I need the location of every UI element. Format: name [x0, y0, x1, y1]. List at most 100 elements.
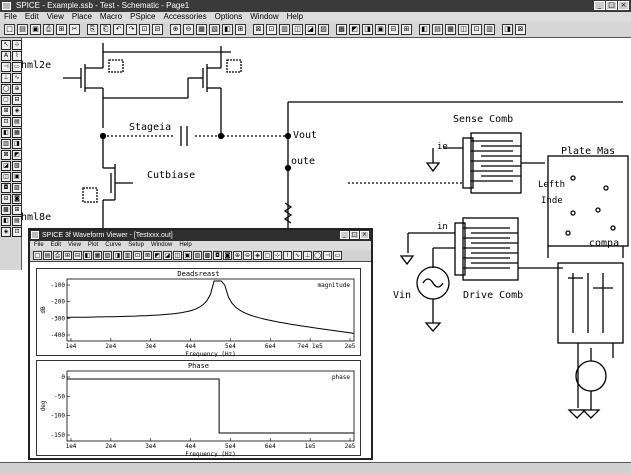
waveform-toolbar-tool-button[interactable]: ◩: [153, 251, 162, 260]
toolbar-tool-button[interactable]: ⊟: [388, 24, 399, 35]
palette-tool-button[interactable]: ◧: [1, 216, 11, 226]
sense-comb[interactable]: [348, 132, 545, 194]
waveform-close-button[interactable]: ×: [360, 231, 369, 239]
waveform-toolbar-tool-button[interactable]: ⊟: [73, 251, 82, 260]
menu-macro[interactable]: Macro: [99, 12, 123, 21]
menu-options[interactable]: Options: [214, 12, 243, 21]
waveform-toolbar-tool-button[interactable]: ⊥: [303, 251, 312, 260]
waveform-toolbar-tool-button[interactable]: ◨: [113, 251, 122, 260]
menu-accessories[interactable]: Accessories: [163, 12, 207, 21]
toolbar-tool-button[interactable]: □: [4, 24, 15, 35]
output-source[interactable]: [567, 348, 607, 419]
toolbar-tool-button[interactable]: ◧: [222, 24, 233, 35]
menu-view[interactable]: View: [46, 12, 64, 21]
toolbar-tool-button[interactable]: ▧: [209, 24, 220, 35]
waveform-minimize-button[interactable]: _: [340, 231, 349, 239]
toolbar-tool-button[interactable]: ✂: [69, 24, 80, 35]
waveform-toolbar-tool-button[interactable]: ◪: [163, 251, 172, 260]
toolbar-tool-button[interactable]: ▤: [17, 24, 28, 35]
toolbar-tool-button[interactable]: ↶: [113, 24, 124, 35]
toolbar-tool-button[interactable]: ▤: [432, 24, 443, 35]
toolbar-tool-button[interactable]: ⊞: [401, 24, 412, 35]
toolbar-tool-button[interactable]: ⎗: [100, 24, 111, 35]
palette-tool-button[interactable]: ▤: [12, 117, 22, 127]
waveform-toolbar-tool-button[interactable]: ⊹: [273, 251, 282, 260]
palette-tool-button[interactable]: ▦: [12, 128, 22, 138]
palette-tool-button[interactable]: ◈: [12, 106, 22, 116]
menu-window[interactable]: Window: [250, 12, 279, 21]
toolbar-tool-button[interactable]: ⊖: [183, 24, 194, 35]
toolbar-tool-button[interactable]: ⊠: [515, 24, 526, 35]
palette-tool-button[interactable]: ⊟: [1, 194, 11, 204]
palette-tool-button[interactable]: ⌇: [12, 51, 22, 61]
toolbar-tool-button[interactable]: ⊟: [152, 24, 163, 35]
toolbar-tool-button[interactable]: ⊡: [266, 24, 277, 35]
plate-mass[interactable]: [547, 155, 629, 258]
waveform-toolbar-tool-button[interactable]: ⎙: [53, 251, 62, 260]
palette-tool-button[interactable]: ⊡: [12, 227, 22, 237]
palette-tool-button[interactable]: ⊹: [12, 40, 22, 50]
toolbar-tool-button[interactable]: ⊞: [56, 24, 67, 35]
waveform-menu-edit[interactable]: Edit: [50, 242, 62, 248]
palette-tool-button[interactable]: ⊣: [1, 62, 11, 72]
toolbar-tool-button[interactable]: ◪: [305, 24, 316, 35]
toolbar-tool-button[interactable]: ▣: [375, 24, 386, 35]
waveform-title-bar[interactable]: SPICE 3f Waveform Viewer - [Testxxx.out]…: [30, 230, 371, 241]
toolbar-tool-button[interactable]: ▥: [484, 24, 495, 35]
waveform-menu-window[interactable]: Window: [150, 242, 173, 248]
capacitor[interactable]: [180, 126, 188, 146]
transistor-m1[interactable]: [63, 52, 124, 128]
waveform-maximize-button[interactable]: □: [350, 231, 359, 239]
waveform-toolbar-tool-button[interactable]: ▧: [103, 251, 112, 260]
toolbar-tool-button[interactable]: ◩: [349, 24, 360, 35]
toolbar-tool-button[interactable]: ◫: [458, 24, 469, 35]
toolbar-tool-button[interactable]: ⊞: [235, 24, 246, 35]
waveform-toolbar-tool-button[interactable]: □: [33, 251, 42, 260]
palette-tool-button[interactable]: ⊥: [1, 73, 11, 83]
waveform-toolbar-tool-button[interactable]: ◘: [213, 251, 222, 260]
menu-place[interactable]: Place: [71, 12, 92, 21]
palette-tool-button[interactable]: ▢: [1, 95, 11, 105]
transistor-m2[interactable]: [102, 43, 242, 138]
palette-tool-button[interactable]: ▩: [1, 205, 11, 215]
waveform-toolbar-tool-button[interactable]: ▥: [123, 251, 132, 260]
maximize-button[interactable]: □: [606, 1, 617, 10]
toolbar-tool-button[interactable]: ▦: [196, 24, 207, 35]
waveform-menu-help[interactable]: Help: [179, 242, 192, 248]
menu-file[interactable]: File: [4, 12, 17, 21]
palette-tool-button[interactable]: ◘: [1, 183, 11, 193]
vin-source[interactable]: [416, 266, 450, 332]
palette-tool-button[interactable]: ◈: [1, 227, 11, 237]
menu-pspice[interactable]: PSpice: [130, 12, 156, 21]
palette-tool-button[interactable]: ◯: [1, 84, 11, 94]
waveform-toolbar-tool-button[interactable]: ▭: [333, 251, 342, 260]
waveform-toolbar-tool-button[interactable]: ▨: [193, 251, 202, 260]
palette-tool-button[interactable]: ▧: [12, 161, 22, 171]
palette-tool-button[interactable]: ▥: [1, 139, 11, 149]
minimize-button[interactable]: _: [594, 1, 605, 10]
waveform-toolbar-tool-button[interactable]: ∿: [293, 251, 302, 260]
palette-tool-button[interactable]: ⊠: [1, 150, 11, 160]
waveform-toolbar-tool-button[interactable]: ▢: [263, 251, 272, 260]
waveform-toolbar-tool-button[interactable]: ▩: [203, 251, 212, 260]
palette-tool-button[interactable]: ⊟: [12, 95, 22, 105]
toolbar-tool-button[interactable]: ◨: [502, 24, 513, 35]
toolbar-tool-button[interactable]: ◫: [292, 24, 303, 35]
palette-tool-button[interactable]: A: [1, 51, 11, 61]
toolbar-tool-button[interactable]: ⊕: [170, 24, 181, 35]
waveform-toolbar-tool-button[interactable]: ⌇: [283, 251, 292, 260]
schematic-canvas[interactable]: hml2e hml8e Stageia Vout oute Cutbiase S…: [21, 38, 631, 473]
palette-tool-button[interactable]: ◩: [12, 150, 22, 160]
waveform-menu-file[interactable]: File: [34, 242, 44, 248]
toolbar-tool-button[interactable]: ▥: [279, 24, 290, 35]
drive-comb[interactable]: [399, 217, 563, 281]
palette-tool-button[interactable]: ▭: [12, 62, 22, 72]
palette-tool-button[interactable]: ◧: [1, 128, 11, 138]
waveform-toolbar-tool-button[interactable]: ⊕: [233, 251, 242, 260]
palette-tool-button[interactable]: ⊡: [1, 117, 11, 127]
toolbar-tool-button[interactable]: ⎘: [87, 24, 98, 35]
app-icon[interactable]: [2, 2, 11, 10]
toolbar-tool-button[interactable]: ▦: [445, 24, 456, 35]
